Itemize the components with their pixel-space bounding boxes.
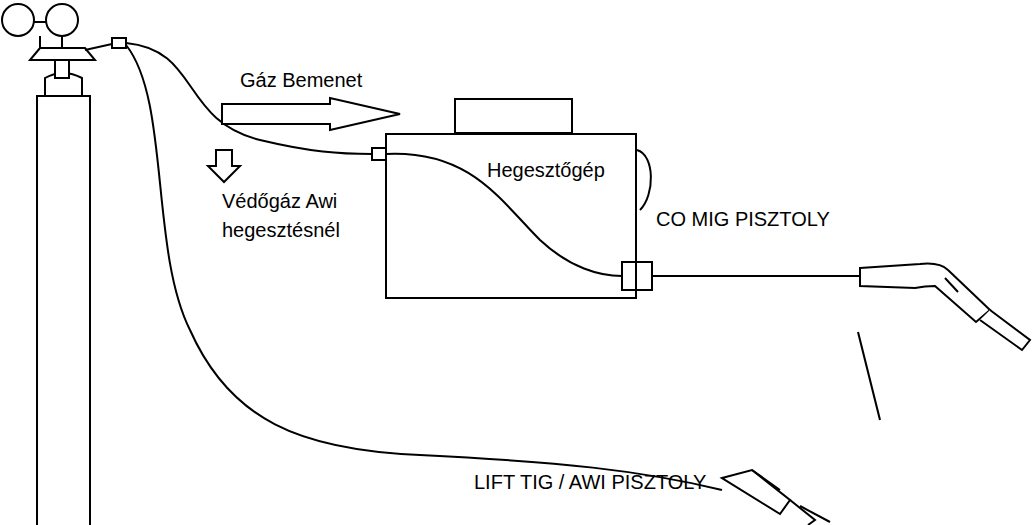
annotation-label: LIFT TIG / AWI PISZTOLY [474, 470, 706, 494]
gauge [46, 4, 78, 36]
regulator-body [34, 22, 62, 48]
welding-machine-box: Hegesztőgép [385, 133, 637, 299]
internal-hose [386, 154, 622, 276]
torch-connector [622, 262, 652, 290]
gauge [2, 4, 34, 36]
annotation-label: Védőgáz Awi hegesztésnél [222, 187, 397, 245]
earth-cable [637, 150, 651, 210]
machine-top [455, 99, 572, 133]
tig-tungsten [800, 506, 830, 522]
tig-electrode [858, 332, 880, 420]
annotation-label: CO MIG PISZTOLY [656, 207, 830, 231]
mig-gun [860, 264, 990, 322]
hose-fitting [112, 38, 126, 48]
box-label: Hegesztőgép [487, 159, 605, 182]
gas-inlet [372, 148, 386, 160]
mig-cable [652, 275, 860, 277]
annotation-label: Gáz Bemenet [240, 68, 362, 92]
tig-hose [126, 45, 722, 490]
flow-arrow [222, 98, 400, 130]
mig-trigger [945, 278, 958, 292]
flow-arrow [208, 150, 240, 182]
outlet-pipe [85, 44, 112, 50]
gas-cylinder [37, 96, 90, 525]
mig-nozzle [980, 310, 1030, 350]
tig-torch-handle [722, 470, 790, 514]
tig-torch-head [752, 470, 815, 525]
valve [55, 60, 69, 78]
